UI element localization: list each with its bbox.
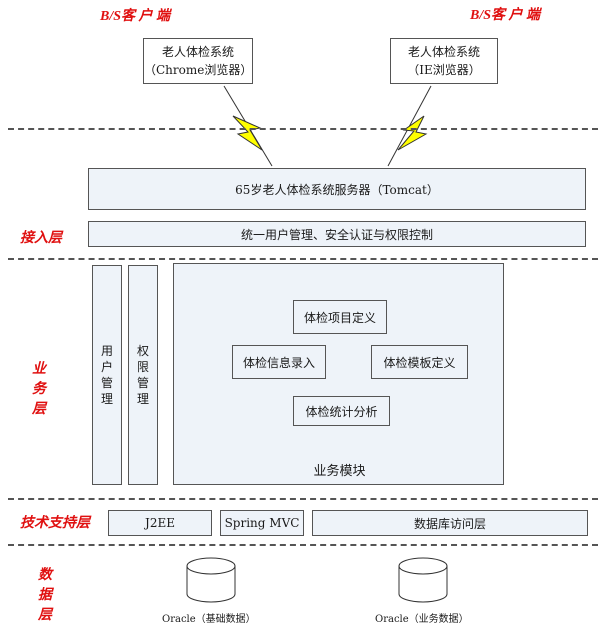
permission-management-box: 权限管理 bbox=[128, 265, 158, 485]
database-business-label: Oracle（业务数据） bbox=[375, 614, 469, 625]
access-layer-label: 接入层 bbox=[20, 231, 62, 246]
user-management-label: 用户管理 bbox=[100, 344, 113, 406]
lightning-bolt-right-icon bbox=[397, 115, 428, 151]
separator-3 bbox=[8, 498, 598, 500]
chrome-client-box: 老人体检系统 （Chrome浏览器） bbox=[143, 38, 253, 84]
separator-4 bbox=[8, 544, 598, 546]
template-definition-box: 体检模板定义 bbox=[371, 345, 468, 379]
chrome-client-title: 老人体检系统 bbox=[161, 45, 234, 59]
chrome-client-sub: （Chrome浏览器） bbox=[144, 63, 253, 77]
permission-management-label: 权限管理 bbox=[136, 344, 149, 406]
spring-mvc-box: Spring MVC bbox=[220, 510, 304, 536]
db-access-label: 数据库访问层 bbox=[413, 516, 486, 531]
access-control-label: 统一用户管理、安全认证与权限控制 bbox=[240, 227, 433, 242]
user-management-box: 用户管理 bbox=[92, 265, 122, 485]
ie-client-box: 老人体检系统 （IE浏览器） bbox=[390, 38, 498, 84]
tech-support-layer-label: 技术支持层 bbox=[20, 516, 90, 531]
access-control-box: 统一用户管理、安全认证与权限控制 bbox=[88, 221, 586, 247]
database-cylinder-business-icon bbox=[398, 557, 448, 603]
database-base-label: Oracle（基础数据） bbox=[162, 614, 256, 625]
ie-client-title: 老人体检系统 bbox=[407, 45, 480, 59]
project-definition-label: 体检项目定义 bbox=[303, 310, 376, 325]
db-access-box: 数据库访问层 bbox=[312, 510, 588, 536]
info-entry-label: 体检信息录入 bbox=[242, 355, 315, 370]
lightning-bolt-left-icon bbox=[232, 115, 263, 151]
project-definition-box: 体检项目定义 bbox=[293, 300, 387, 334]
business-module-title: 业务模块 bbox=[313, 464, 366, 479]
data-layer-label: 数据层 bbox=[38, 568, 52, 623]
ie-client-sub: （IE浏览器） bbox=[407, 63, 481, 77]
server-label: 65岁老人体检系统服务器（Tomcat） bbox=[235, 182, 439, 197]
separator-2 bbox=[8, 258, 598, 260]
j2ee-label: J2EE bbox=[145, 516, 175, 530]
business-layer-label: 业务层 bbox=[32, 362, 46, 417]
statistics-analysis-label: 体检统计分析 bbox=[305, 404, 378, 419]
spring-mvc-label: Spring MVC bbox=[224, 516, 300, 530]
bs-client-label-left: B/S客 户 端 bbox=[100, 9, 171, 24]
statistics-analysis-box: 体检统计分析 bbox=[293, 396, 390, 426]
separator-1 bbox=[8, 128, 598, 130]
info-entry-box: 体检信息录入 bbox=[232, 345, 326, 379]
template-definition-label: 体检模板定义 bbox=[383, 355, 456, 370]
bs-client-label-right: B/S客 户 端 bbox=[470, 8, 541, 23]
database-cylinder-base-icon bbox=[186, 557, 236, 603]
j2ee-box: J2EE bbox=[108, 510, 212, 536]
server-box: 65岁老人体检系统服务器（Tomcat） bbox=[88, 168, 586, 210]
business-module-box: 体检项目定义 体检信息录入 体检模板定义 体检统计分析 业务模块 bbox=[173, 263, 504, 485]
